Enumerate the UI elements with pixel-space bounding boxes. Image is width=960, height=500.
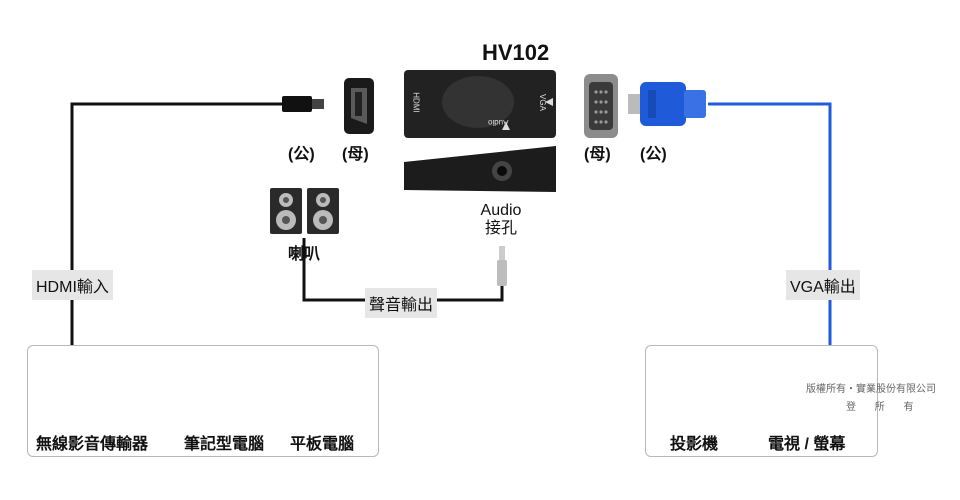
hdmi-plug-icon bbox=[282, 96, 324, 112]
speaker-label: 喇叭 bbox=[288, 246, 321, 263]
vga-cable bbox=[708, 102, 832, 345]
audio-plug-icon bbox=[497, 246, 507, 286]
audio-jack-label: Audio 接孔 bbox=[470, 202, 532, 238]
speaker-icon bbox=[270, 188, 339, 234]
audio-jack-label-line2: 接孔 bbox=[484, 220, 517, 237]
vga-out-tag: VGA輸出 bbox=[786, 270, 860, 300]
vga-plug-icon bbox=[628, 82, 706, 126]
hdmi-female-label: (母) bbox=[342, 146, 369, 163]
audio-jack-label-line1: Audio bbox=[480, 202, 522, 219]
hdmi-in-tag: HDMI輸入 bbox=[32, 270, 113, 300]
hdmi-male-label: (公) bbox=[288, 146, 315, 163]
output-devices-box bbox=[645, 345, 878, 457]
hdmi-port-icon bbox=[344, 78, 374, 134]
output-label-projector: 投影機 bbox=[670, 436, 719, 453]
source-devices-box bbox=[27, 345, 379, 457]
product-title: HV102 bbox=[482, 40, 550, 65]
adapter-side-icon bbox=[404, 146, 556, 192]
vga-male-label: (公) bbox=[640, 146, 667, 163]
source-label-laptop: 筆記型電腦 bbox=[184, 436, 265, 453]
vga-port-icon bbox=[584, 74, 618, 138]
vga-female-label: (母) bbox=[584, 146, 611, 163]
adapter-hdmi-text: HDMI bbox=[411, 92, 421, 113]
source-label-tablet: 平板電腦 bbox=[290, 436, 355, 453]
watermark-line2: 登 所 有 bbox=[846, 402, 922, 413]
output-label-tv: 電視 / 螢幕 bbox=[768, 436, 846, 453]
audio-out-tag: 聲音輸出 bbox=[365, 288, 438, 318]
adapter-front-icon bbox=[404, 70, 556, 138]
watermark-line1: 版權所有・實業股份有限公司 bbox=[806, 384, 936, 395]
adapter-audio-text: Audio bbox=[488, 118, 509, 127]
source-label-wireless: 無線影音傳輸器 bbox=[36, 436, 149, 453]
adapter-vga-text: VGA bbox=[537, 94, 547, 111]
hdmi-cable bbox=[70, 102, 282, 345]
